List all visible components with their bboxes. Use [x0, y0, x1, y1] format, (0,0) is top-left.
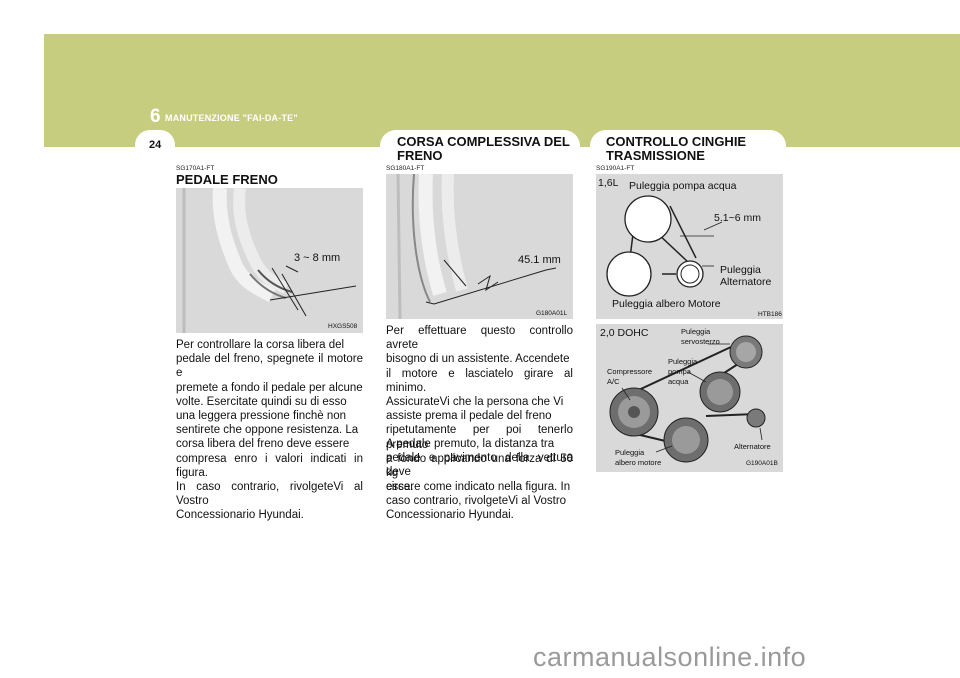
ac-compressor-label: Compressore A/C: [607, 367, 652, 387]
figure-code: G190A01B: [746, 460, 778, 467]
alternator-label: Alternatore: [734, 442, 771, 451]
text-line: caso contrario, rivolgeteVi al Vostro: [386, 494, 567, 507]
text-line: pedale e pavimento della vettura deve: [386, 452, 573, 479]
heading-line: FRENO: [397, 148, 443, 163]
text-line: premete a fondo il pedale per alcune: [176, 381, 363, 394]
water-pump-pulley-label: Puleggia pompa acqua: [629, 180, 737, 192]
label-line: Puleggia: [615, 448, 645, 457]
text-line: Concessionario Hyundai.: [386, 509, 514, 522]
label-line: Puleggia: [720, 264, 761, 276]
distance-label: 45.1 mm: [518, 254, 561, 266]
section-code: SG180A1-FT: [386, 165, 425, 172]
label-line: albero motore: [615, 458, 662, 467]
text-line: bisogno di un assistente. Accendete: [386, 353, 570, 366]
label-line: Alternatore: [720, 276, 772, 288]
label-line: Puleggia: [681, 327, 711, 336]
text-line: Concessionario Hyundai.: [176, 509, 304, 522]
page-number-tab: [135, 130, 175, 160]
text-line: Per controllare la corsa libera del: [176, 339, 345, 351]
section-code: SG170A1-FT: [176, 165, 215, 172]
text-line: il motore e lasciatelo girare al minimo.: [386, 367, 573, 394]
text-line: pedale del freno, spegnete il motore e: [176, 353, 363, 380]
belt-figure-2-0-dohc: 2,0 DOHC Puleggia servosterzo Puleggia p…: [596, 324, 783, 472]
label-line: A/C: [607, 377, 620, 386]
figure-code: G180A01L: [536, 310, 568, 317]
text-line: In caso contrario, rivolgeteVi al Vostro: [176, 481, 363, 508]
engine-label: 1,6L: [598, 177, 619, 189]
text-line: a fondo applicando una forza di 50 kg: [386, 452, 573, 480]
label-line: Compressore: [607, 367, 653, 376]
label-line: acqua: [668, 377, 689, 386]
engine-label: 2,0 DOHC: [600, 327, 649, 339]
free-play-label: 3 ~ 8 mm: [294, 252, 341, 264]
brake-travel-paragraph-2: A pedale premuto, la distanza tra pedale…: [386, 437, 573, 522]
brake-pedal-illustration: [182, 188, 357, 333]
brake-floor-illustration: [396, 174, 557, 319]
text-line: sentirete che oppone resistenza. La: [176, 424, 359, 437]
text-line: circa.: [386, 481, 414, 494]
label-line: servosterzo: [681, 337, 720, 346]
brake-travel-paragraph-1: Per effettuare questo controllo avrete b…: [386, 324, 573, 494]
heading-line: CONTROLLO CINGHIE: [606, 134, 747, 149]
section-heading-tab: [590, 130, 786, 164]
power-steering-pulley-label: Puleggia servosterzo: [681, 327, 720, 347]
belt-deflection-label: 5.1~6 mm: [714, 212, 761, 224]
text-line: corsa libera del freno deve essere: [176, 438, 350, 451]
text-line: volte. Esercitate quindi su di esso: [176, 395, 347, 408]
label-line: Puleggia: [668, 357, 698, 366]
heading-line: CORSA COMPLESSIVA DEL: [397, 134, 570, 149]
figure-code: HXGS508: [328, 323, 358, 330]
text-line: AssicurateVi che la persona che Vi: [386, 396, 564, 409]
section-heading: CONTROLLO CINGHIE TRASMISSIONE: [606, 135, 746, 163]
watermark: carmanualsonline.info: [533, 642, 807, 672]
brake-pedal-paragraph: Per controllare la corsa libera del peda…: [176, 338, 363, 523]
text-line: ripetutamente per poi tenerlo premuto: [386, 424, 573, 451]
text-line: essere come indicato nella figura. In: [386, 480, 571, 493]
chapter-title: MANUTENZIONE "FAI-DA-TE": [165, 113, 298, 123]
text-line: compresa enro i valori indicati in figur…: [176, 452, 363, 479]
text-line: A pedale premuto, la distanza tra: [386, 438, 555, 450]
heading-line: TRASMISSIONE: [606, 148, 705, 163]
brake-travel-figure: 45.1 mm G180A01L: [386, 174, 573, 319]
text-line: una leggera pressione finchè non: [176, 410, 347, 423]
section-title: PEDALE FRENO: [176, 172, 278, 187]
figure-code: HTB186: [758, 311, 782, 318]
water-pump-pulley-label: Puleggia pompa acqua: [668, 357, 697, 387]
header-band: [44, 34, 960, 147]
crankshaft-pulley-label: Puleggia albero Motore: [612, 298, 721, 310]
section-heading-tab: [380, 130, 580, 164]
belt-figure-1-6l: 1,6L Puleggia pompa acqua 5.1~6 mm Puleg…: [596, 174, 783, 319]
text-line: Per effettuare questo controllo avrete: [386, 325, 573, 352]
belt-diagram-1-6l: [606, 195, 723, 297]
brake-pedal-figure: 3 ~ 8 mm HXGS508: [176, 188, 363, 333]
alternator-pulley-label: Puleggia Alternatore: [720, 264, 771, 288]
crankshaft-pulley-label: Puleggia albero motore: [615, 448, 661, 468]
belt-diagram-2-0-dohc: [609, 335, 766, 463]
section-heading: CORSA COMPLESSIVA DEL FRENO: [397, 135, 570, 163]
section-code: SG190A1-FT: [596, 165, 635, 172]
label-line: pompa: [668, 367, 691, 376]
page-number: 24: [149, 139, 162, 151]
text-line: assiste prema il pedale del freno: [386, 410, 552, 423]
chapter-number: 6: [150, 106, 161, 127]
